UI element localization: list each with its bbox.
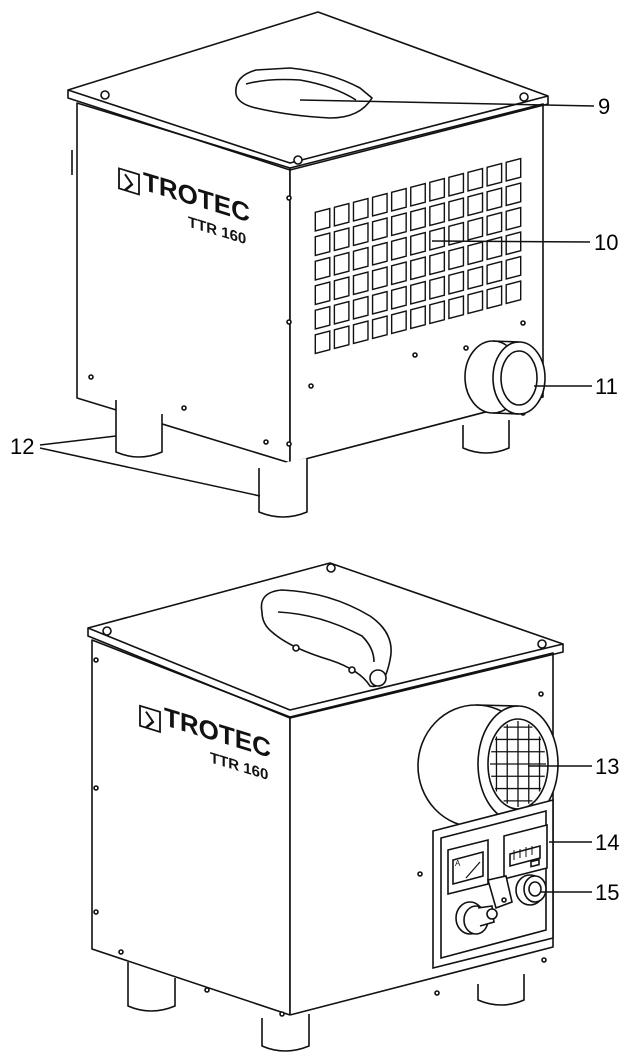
grille-cell <box>448 270 465 295</box>
callout-15: 15 <box>595 880 619 905</box>
grille-cell <box>314 281 331 306</box>
ammeter-unit-label: A <box>455 859 461 868</box>
grille-cell <box>410 182 426 207</box>
leader-12b <box>39 447 261 497</box>
leader-9 <box>299 99 595 107</box>
foot-center <box>258 458 308 518</box>
grille-cell <box>467 265 484 290</box>
grille-cell <box>314 305 331 330</box>
grille-cell <box>505 157 522 182</box>
leader-10 <box>431 240 591 243</box>
leader-12a <box>39 435 117 446</box>
air-outlet-port <box>464 340 546 415</box>
callout-9: 9 <box>598 94 610 119</box>
rear-port-filter-grid <box>490 721 546 807</box>
rear-foot-left <box>127 962 176 1012</box>
air-inlet-grille <box>314 157 522 355</box>
grille-cell <box>448 197 465 222</box>
grille-cell <box>390 261 407 286</box>
power-socket <box>515 874 547 906</box>
grille-cell <box>352 222 369 247</box>
grille-cell <box>505 280 522 305</box>
callout-leaders <box>39 99 595 893</box>
grille-cell <box>371 192 388 217</box>
grille-cell <box>410 256 426 281</box>
grille-cell <box>505 231 522 256</box>
grille-cell <box>486 162 503 187</box>
grille-cell <box>467 167 484 192</box>
grille-cell <box>371 217 388 242</box>
front-view-unit <box>67 11 549 518</box>
grille-cell <box>314 207 331 232</box>
callout-13: 13 <box>595 754 619 779</box>
grille-cell <box>505 206 522 231</box>
grille-cell <box>352 295 369 320</box>
grille-cell <box>390 212 407 237</box>
grille-cell <box>467 216 484 241</box>
grille-cell <box>429 177 446 202</box>
grille-cell <box>505 182 522 207</box>
grille-cell <box>429 202 446 227</box>
grille-cell <box>314 232 331 257</box>
callout-12: 12 <box>10 434 34 459</box>
grille-cell <box>429 275 446 300</box>
grille-cell <box>429 251 446 276</box>
rear-foot-center <box>261 1014 310 1052</box>
grille-cell <box>333 325 350 350</box>
rear-foot-right <box>477 974 525 1006</box>
callout-10: 10 <box>594 230 618 255</box>
grille-cell <box>486 211 503 236</box>
grille-cell <box>486 187 503 212</box>
callout-numbers: 9 10 11 12 13 14 15 <box>10 94 619 905</box>
grille-cell <box>371 241 388 266</box>
grille-cell <box>505 255 522 280</box>
grille-cell <box>429 300 446 325</box>
grille-cell <box>371 266 388 291</box>
grille-cell <box>333 276 350 301</box>
grille-cell <box>486 285 503 310</box>
grille-cell <box>390 187 407 212</box>
grille-cell <box>314 330 331 355</box>
grille-cell <box>333 251 350 276</box>
grille-cell <box>371 290 388 315</box>
grille-cell <box>390 285 407 310</box>
grille-cell <box>352 271 369 296</box>
power-inlet-connector <box>455 901 498 935</box>
grille-cell <box>429 226 446 251</box>
grille-cell <box>486 236 503 261</box>
grille-cell <box>333 202 350 227</box>
grille-cell <box>467 192 484 217</box>
grille-cell <box>486 260 503 285</box>
grille-cell <box>467 241 484 266</box>
grille-cell <box>314 256 331 281</box>
grille-cell <box>333 300 350 325</box>
foot-left <box>115 400 163 458</box>
grille-cell <box>352 197 369 222</box>
grille-cell <box>410 207 426 232</box>
grille-cell <box>410 280 426 305</box>
grille-cell <box>410 305 426 330</box>
control-panel: A <box>432 798 554 970</box>
grille-cell <box>390 310 407 335</box>
grille-cell <box>410 231 426 256</box>
foot-right <box>462 420 510 454</box>
callout-11: 11 <box>595 374 618 399</box>
grille-cell <box>448 246 465 271</box>
grille-cell <box>352 320 369 345</box>
grille-cell <box>333 227 350 252</box>
grille-cell <box>467 290 484 315</box>
callout-14: 14 <box>595 830 619 855</box>
grille-cell <box>352 246 369 271</box>
grille-cell <box>390 236 407 261</box>
grille-cell <box>448 172 465 197</box>
grille-cell <box>448 295 465 320</box>
grille-cell <box>371 315 388 340</box>
